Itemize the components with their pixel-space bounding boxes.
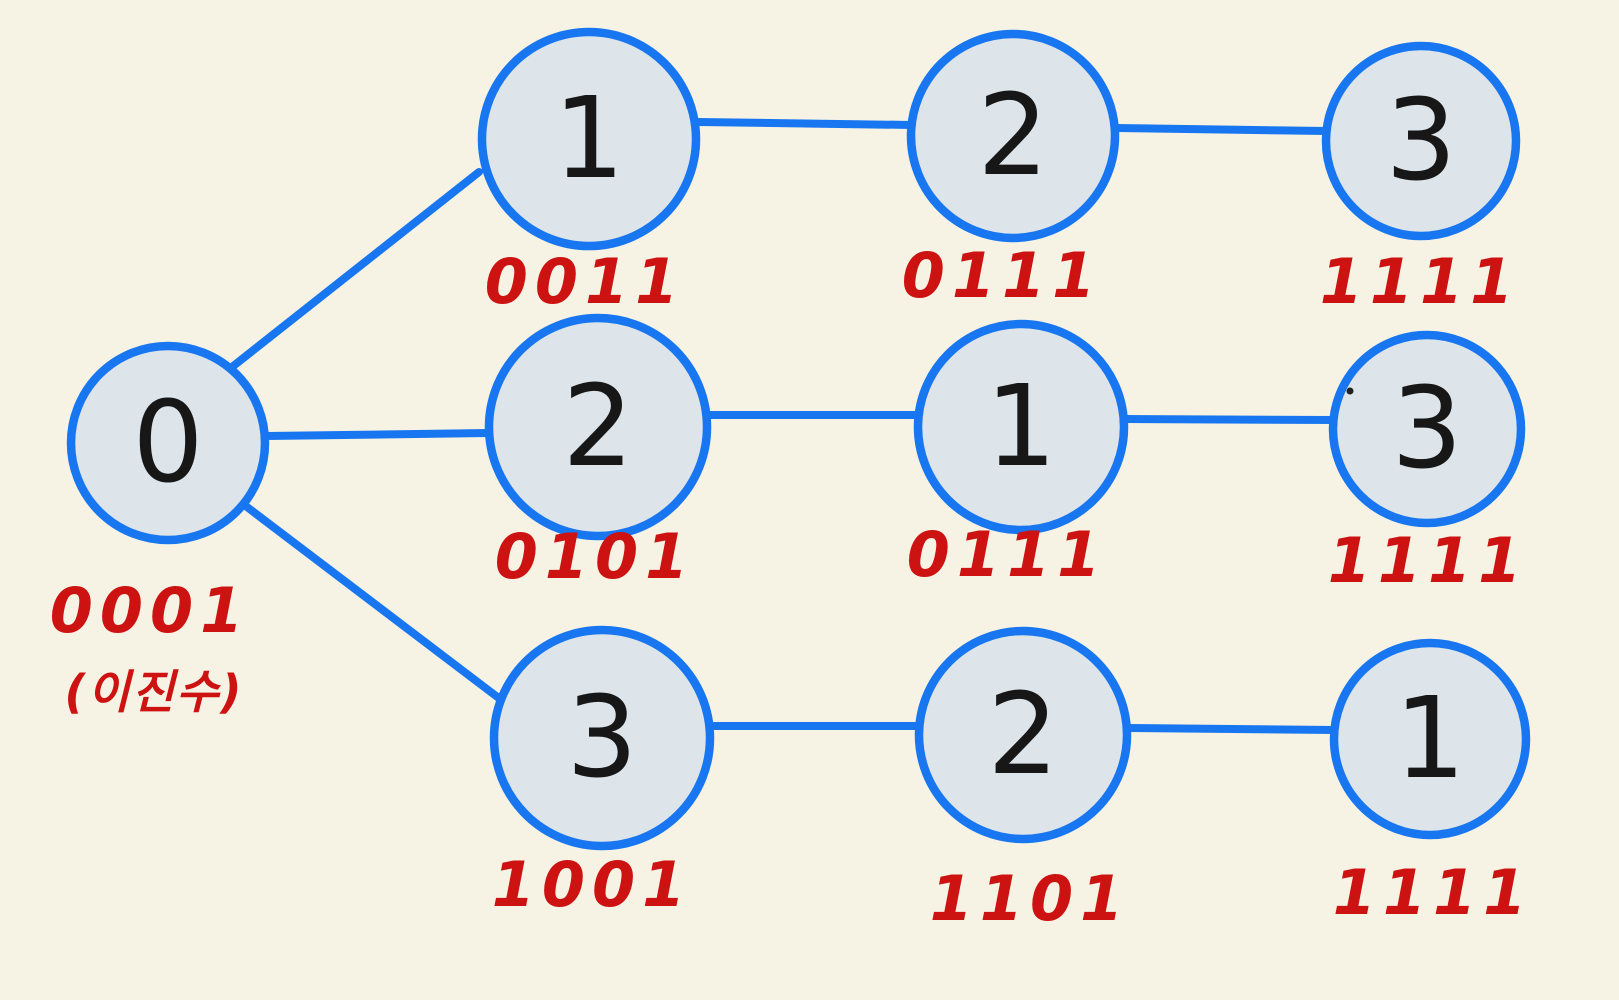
node-row3-2: 2 bbox=[914, 626, 1132, 844]
edge-row3-n2-n3 bbox=[1125, 724, 1339, 734]
node-row2-3: 3 bbox=[1328, 330, 1526, 528]
node-value: 1 bbox=[985, 362, 1056, 492]
node-value: 3 bbox=[1391, 364, 1462, 494]
node-circle bbox=[1329, 638, 1531, 840]
binary-label: 0101 bbox=[495, 520, 696, 593]
binary-label: 1111 bbox=[1333, 856, 1534, 929]
binary-label: 0111 bbox=[902, 239, 1103, 312]
binary-label-root: 0001 bbox=[50, 574, 251, 647]
node-root: 0 bbox=[66, 341, 270, 545]
node-circle bbox=[913, 319, 1129, 535]
node-value: 3 bbox=[1385, 76, 1456, 206]
node-row3-1: 3 bbox=[489, 625, 715, 851]
node-row1-1: 1 bbox=[477, 27, 701, 251]
binary-label: 1111 bbox=[1328, 524, 1529, 597]
node-circle bbox=[489, 625, 715, 851]
node-row2-1: 2 bbox=[484, 313, 712, 541]
pen-dot-artifact bbox=[1346, 387, 1354, 395]
node-value: 1 bbox=[1394, 674, 1465, 804]
binary-label: 1001 bbox=[492, 848, 693, 921]
node-value: 2 bbox=[562, 362, 633, 492]
node-value: 2 bbox=[987, 670, 1058, 800]
edge-root-to-row2 bbox=[263, 429, 492, 440]
node-circle bbox=[477, 27, 701, 251]
edge-root-to-row3 bbox=[243, 503, 504, 703]
node-row2-2: 1 bbox=[913, 319, 1129, 535]
node-row3-3: 1 bbox=[1329, 638, 1531, 840]
node-root-value: 0 bbox=[132, 378, 203, 508]
node-circle bbox=[906, 29, 1120, 243]
node-circle bbox=[1321, 41, 1521, 241]
edge-row1-n1-n2 bbox=[694, 118, 916, 129]
binary-label: 0111 bbox=[907, 518, 1108, 591]
node-row1-3: 3 bbox=[1321, 41, 1521, 241]
binary-note-korean: (이진수) bbox=[64, 665, 243, 719]
node-circle bbox=[484, 313, 712, 541]
edge-row1-n2-n3 bbox=[1112, 124, 1331, 135]
node-circle bbox=[914, 626, 1132, 844]
binary-label: 1101 bbox=[930, 862, 1131, 935]
edge-root-to-row1 bbox=[228, 168, 483, 371]
edge-row2-n2-n3 bbox=[1122, 415, 1338, 424]
binary-label: 0011 bbox=[485, 245, 686, 318]
node-circle bbox=[1328, 330, 1526, 528]
edges bbox=[228, 118, 1339, 734]
node-value: 2 bbox=[977, 71, 1048, 201]
node-row1-2: 2 bbox=[906, 29, 1120, 243]
node-value: 1 bbox=[553, 74, 624, 204]
binary-label: 1111 bbox=[1320, 245, 1521, 318]
node-value: 3 bbox=[566, 673, 637, 803]
node-root-circle bbox=[66, 341, 270, 545]
